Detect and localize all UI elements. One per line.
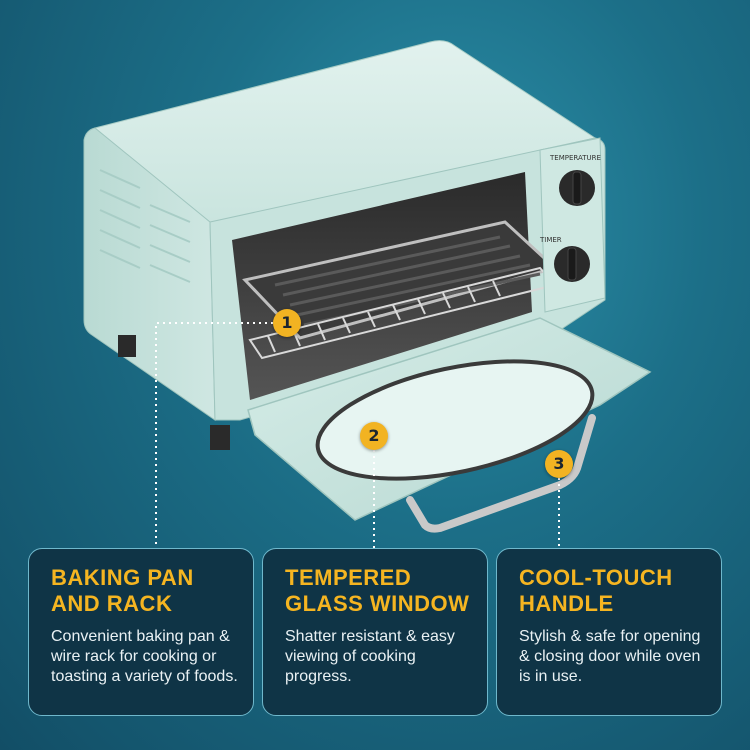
marker-1: 1: [273, 309, 301, 337]
feature-card-handle: COOL-TOUCH HANDLE Stylish & safe for ope…: [496, 548, 722, 716]
glass-window: [315, 359, 595, 481]
side-vents: [99, 169, 191, 283]
feature-description: Convenient baking pan & wire rack for co…: [51, 628, 238, 685]
feature-title: BAKING PAN AND RACK: [51, 565, 194, 616]
oven-foot-front: [210, 425, 230, 450]
temperature-label: TEMPERATURE: [549, 154, 601, 162]
timer-label: TIMER: [539, 236, 562, 244]
marker-3: 3: [545, 450, 573, 478]
feature-card-glass-window: TEMPERED GLASS WINDOW Shatter resistant …: [262, 548, 488, 716]
feature-title: COOL-TOUCH HANDLE: [519, 565, 673, 616]
control-panel: [539, 137, 606, 313]
feature-title: TEMPERED GLASS WINDOW: [285, 565, 470, 616]
feature-description: Stylish & safe for opening & closing doo…: [519, 628, 701, 685]
marker-2: 2: [360, 422, 388, 450]
temperature-knob[interactable]: [559, 170, 595, 206]
oven-foot-left: [118, 335, 136, 357]
oven-left-side: [83, 127, 216, 421]
feature-description: Shatter resistant & easy viewing of cook…: [285, 628, 455, 685]
door-handle[interactable]: [406, 414, 596, 533]
timer-knob[interactable]: [554, 246, 590, 282]
feature-card-baking-pan: BAKING PAN AND RACK Convenient baking pa…: [28, 548, 254, 716]
